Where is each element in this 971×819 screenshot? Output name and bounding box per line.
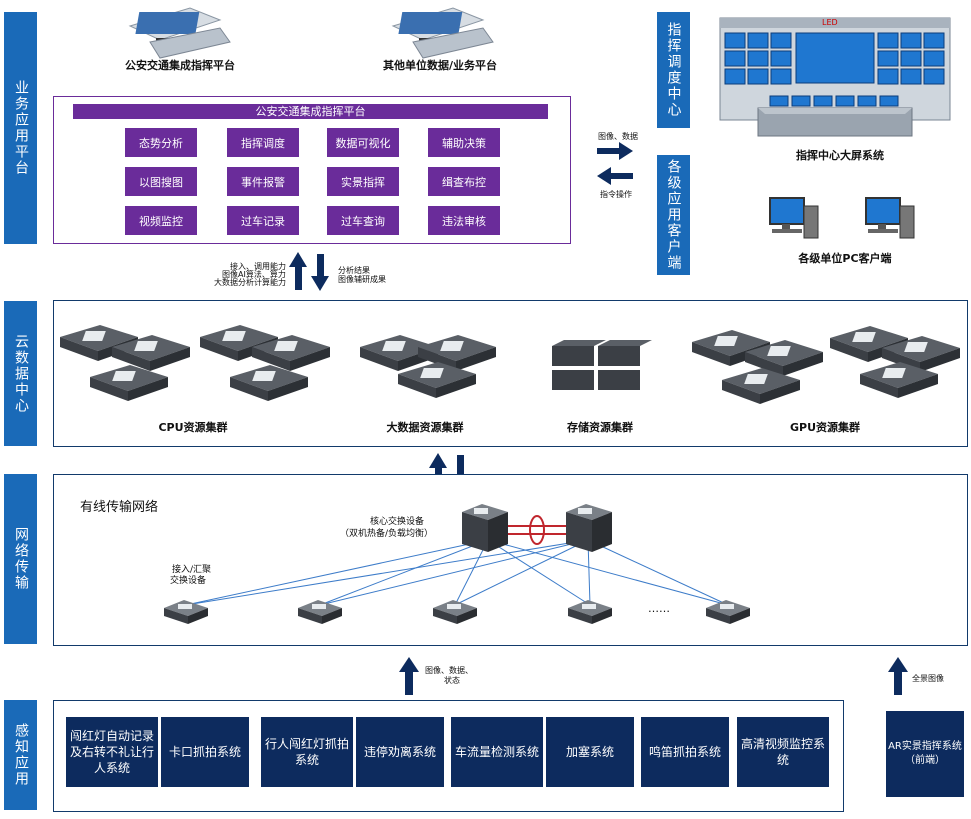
access-switch-icon <box>568 600 612 624</box>
other-console-icon <box>391 7 494 59</box>
flow-arrow-left-icon <box>597 167 633 185</box>
side-label-cloud: 云数据中心 <box>4 301 37 446</box>
pc-client-icon <box>769 197 819 239</box>
core-switch-label-1: 核心交换设备 <box>370 517 425 527</box>
core-switch-icon <box>462 504 508 552</box>
flow-arrow-up-icon <box>289 252 307 290</box>
flow-arrow-down-icon <box>311 254 329 291</box>
sensing-system-checkpoint[interactable]: 卡口抓拍系统 <box>161 717 249 787</box>
platform-item-pass-query[interactable]: 过车查询 <box>327 206 399 235</box>
sensing-system-pedestrian[interactable]: 行人闯红灯抓拍系统 <box>261 717 353 787</box>
ar-system[interactable]: AR实景指挥系统（前端） <box>886 711 964 797</box>
command-center-bar: 指挥调度中心 <box>657 12 690 128</box>
flow-arrow-up-icon <box>399 657 419 695</box>
platform-item-alarm[interactable]: 事件报警 <box>227 167 299 196</box>
sensing-system-video[interactable]: 高清视频监控系统 <box>737 717 829 787</box>
access-switch-label-2: 交换设备 <box>170 576 207 586</box>
mid-flow-right-1: 分析结果 <box>338 266 370 275</box>
mid-flow-right-2: 图像辅研成果 <box>338 275 386 284</box>
access-switch-label-1: 接入/汇聚 <box>172 565 212 575</box>
bottom-flow-center-1: 图像、数据、 <box>425 666 473 675</box>
led-label: LED <box>822 18 838 27</box>
access-switch-icon <box>164 600 208 624</box>
big-screen-icon <box>719 17 951 137</box>
screen-system-label: 指挥中心大屏系统 <box>796 149 884 162</box>
flow-arrow-up-icon <box>888 657 908 695</box>
network-title: 有线传输网络 <box>80 500 159 515</box>
platform-item-image-search[interactable]: 以图搜图 <box>125 167 197 196</box>
cluster-label-bigdata: 大数据资源集群 <box>386 421 464 434</box>
mid-flow-left-3: 大数据分析计算能力 <box>214 278 286 287</box>
access-switch-icon <box>433 600 477 624</box>
platform-item-video[interactable]: 视频监控 <box>125 206 197 235</box>
platform-item-violation[interactable]: 违法审核 <box>428 206 500 235</box>
platform-item-situation[interactable]: 态势分析 <box>125 128 197 157</box>
sensing-system-flow[interactable]: 车流量检测系统 <box>451 717 543 787</box>
platform-item-dispatch[interactable]: 指挥调度 <box>227 128 299 157</box>
police-console-icon <box>128 7 231 59</box>
mid-flow-left-2: 图像AI算法、算力 <box>222 270 286 279</box>
other-platform-label: 其他单位数据/业务平台 <box>382 59 498 72</box>
platform-item-live-command[interactable]: 实景指挥 <box>327 167 399 196</box>
sensing-system-parking[interactable]: 违停劝离系统 <box>356 717 444 787</box>
pc-client-icon <box>865 197 915 239</box>
cluster-label-cpu: CPU资源集群 <box>158 421 228 434</box>
side-label-network: 网络传输 <box>4 474 37 644</box>
flow-up-label: 图像、数据 <box>598 132 638 141</box>
flow-arrow-right-icon <box>597 142 633 160</box>
platform-item-visualization[interactable]: 数据可视化 <box>327 128 399 157</box>
core-switch-icon <box>566 504 612 552</box>
access-switch-icon <box>706 600 750 624</box>
core-switch-label-2: （双机热备/负载均衡） <box>340 529 434 539</box>
mid-flow-left-1: 接入、调用能力 <box>230 262 286 271</box>
network-box <box>53 474 968 646</box>
sensing-system-horn[interactable]: 鸣笛抓拍系统 <box>641 717 729 787</box>
platform-title: 公安交通集成指挥平台 <box>73 104 548 119</box>
sensing-system-red-light[interactable]: 闯红灯自动记录及右转不礼让行人系统 <box>66 717 158 787</box>
flow-down-label: 指令操作 <box>600 190 632 199</box>
cloud-box <box>53 300 968 447</box>
side-label-business: 业务应用平台 <box>4 12 37 244</box>
network-ellipsis: …… <box>648 602 670 615</box>
bottom-flow-right: 全景图像 <box>912 674 944 683</box>
platform-item-pass-record[interactable]: 过车记录 <box>227 206 299 235</box>
bottom-flow-center-2: 状态 <box>444 676 460 685</box>
clients-bar: 各级应用客户端 <box>657 155 690 275</box>
platform-item-decision[interactable]: 辅助决策 <box>428 128 500 157</box>
sensing-system-cut-in[interactable]: 加塞系统 <box>546 717 634 787</box>
cluster-label-gpu: GPU资源集群 <box>789 421 861 434</box>
access-switch-icon <box>298 600 342 624</box>
cluster-label-storage: 存储资源集群 <box>567 421 633 434</box>
platform-item-control[interactable]: 缉查布控 <box>428 167 500 196</box>
pc-clients-label: 各级单位PC客户端 <box>798 252 892 265</box>
police-platform-label: 公安交通集成指挥平台 <box>125 59 235 72</box>
side-label-sensing: 感知应用 <box>4 700 37 810</box>
storage-cluster-icon <box>552 340 652 390</box>
